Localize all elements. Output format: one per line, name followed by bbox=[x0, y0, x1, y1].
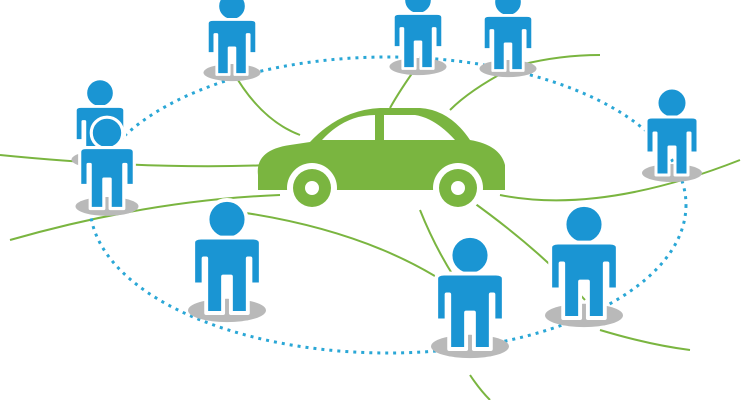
link-line bbox=[9, 194, 281, 241]
person-icon bbox=[186, 197, 268, 325]
person-icon bbox=[388, 0, 448, 77]
person-icon bbox=[202, 0, 262, 83]
link-line bbox=[469, 374, 491, 400]
car-icon bbox=[257, 108, 506, 213]
link-line bbox=[0, 154, 271, 168]
person-icon bbox=[640, 86, 704, 184]
link-line bbox=[499, 159, 741, 202]
person-icon bbox=[429, 233, 511, 361]
person-icon bbox=[478, 0, 538, 79]
person-icon bbox=[543, 202, 625, 330]
link-line bbox=[519, 54, 601, 66]
link-line bbox=[599, 329, 691, 351]
